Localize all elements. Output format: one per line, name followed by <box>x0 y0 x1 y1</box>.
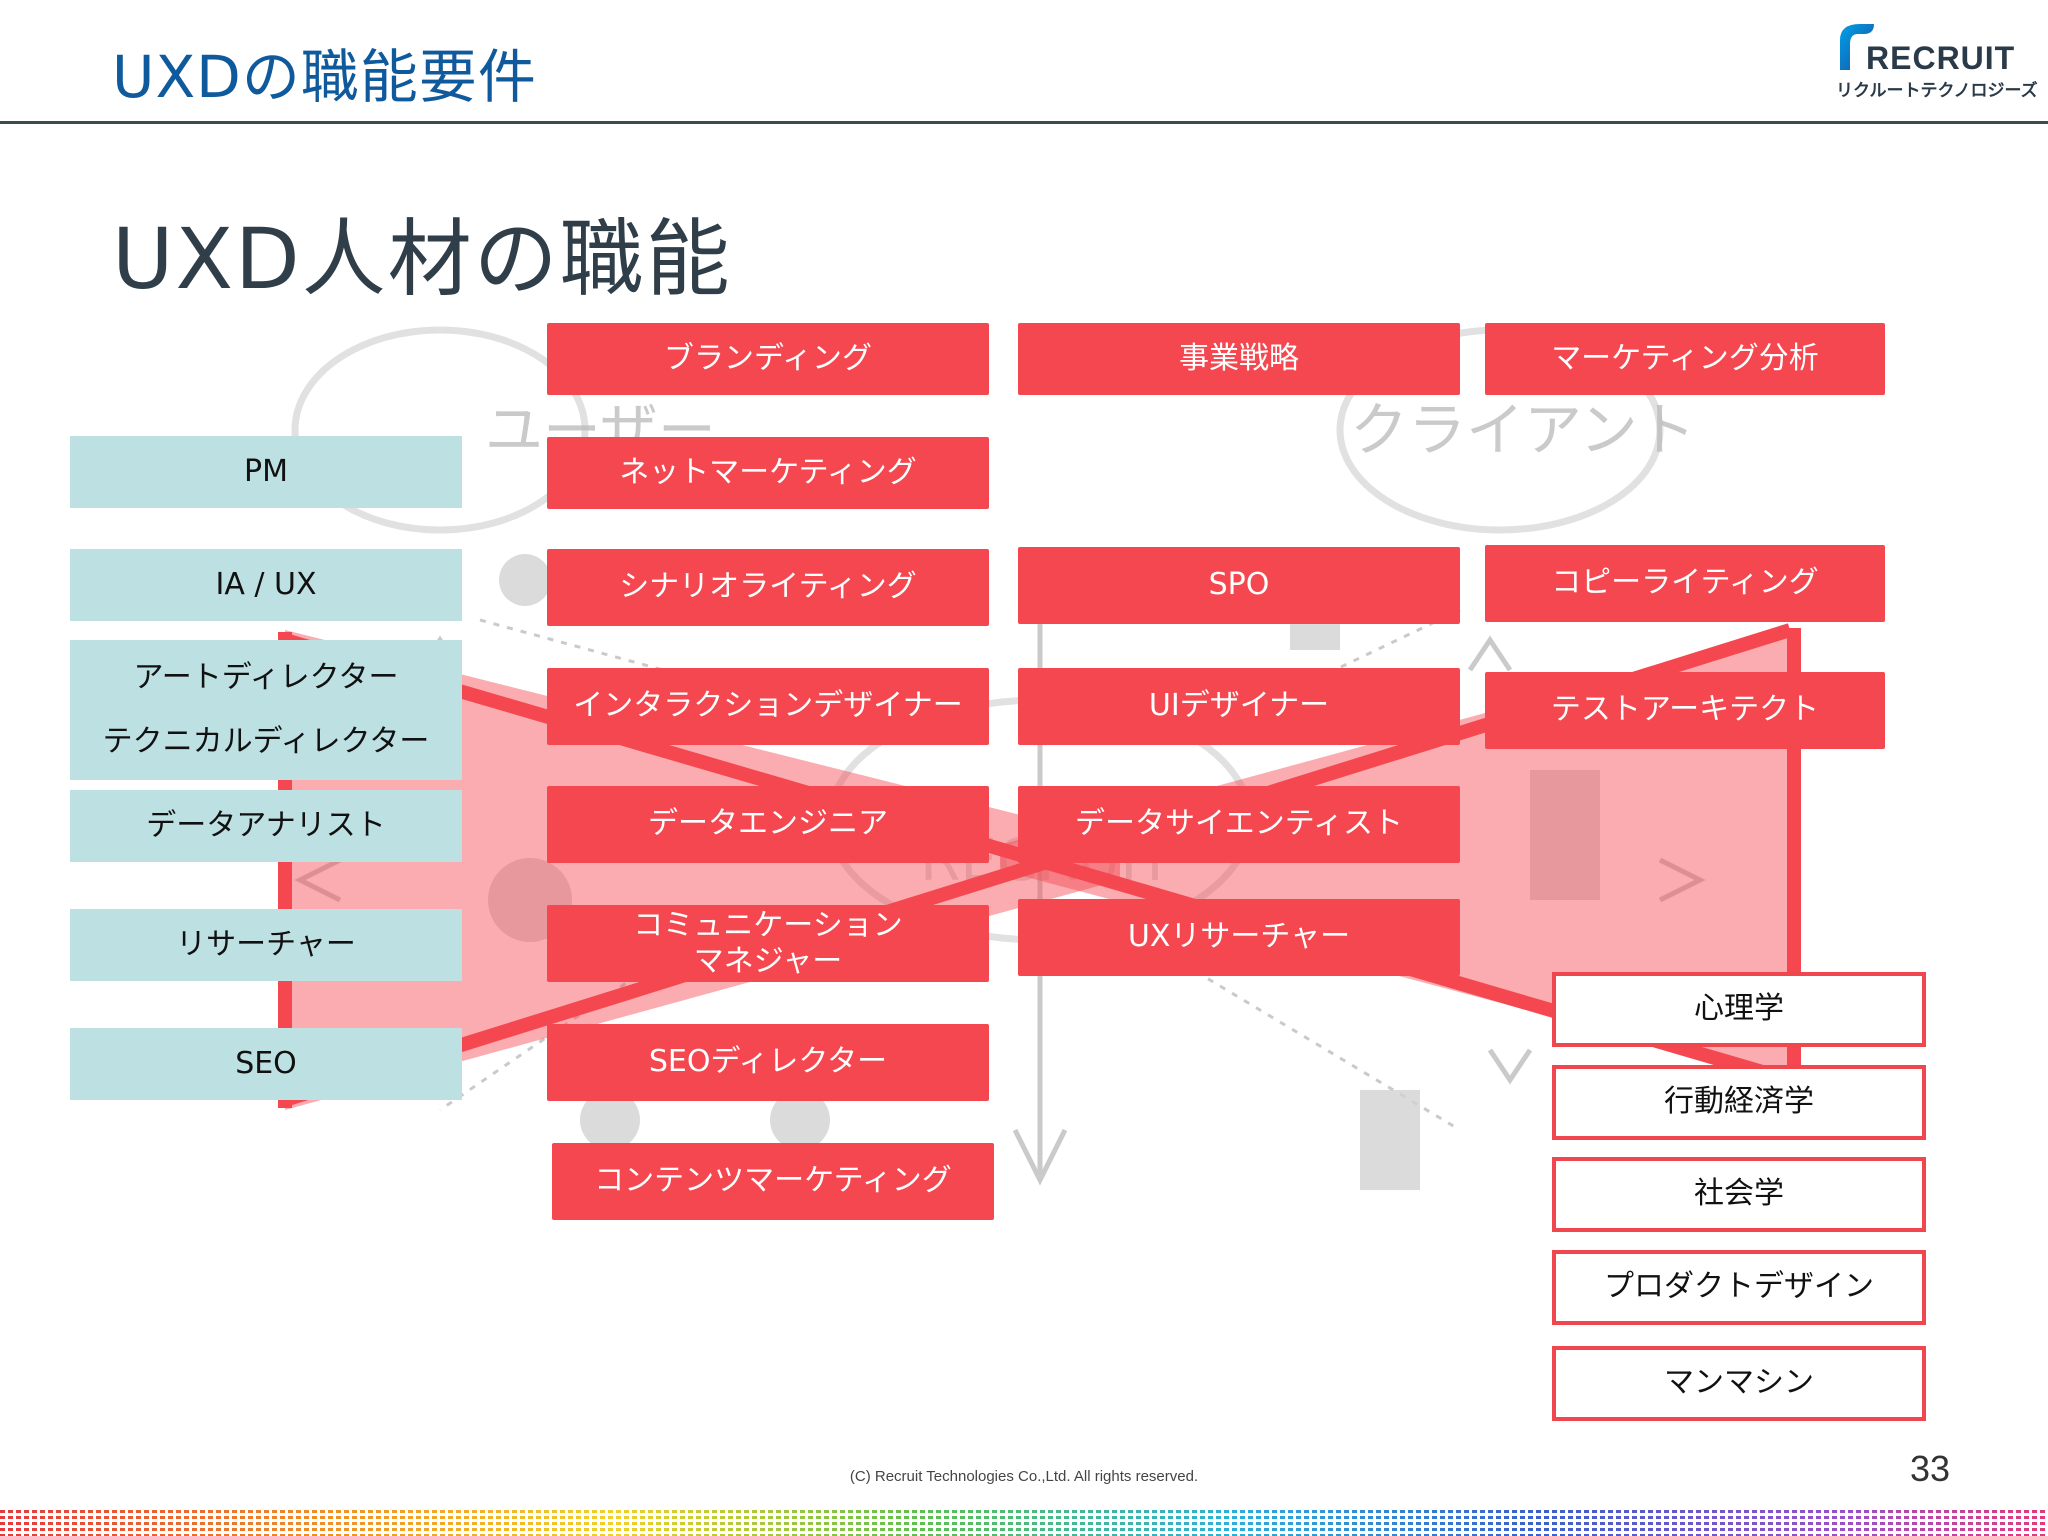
academic-man-machine: マンマシン <box>1552 1346 1926 1421</box>
copyright-text: (C) Recruit Technologies Co.,Ltd. All ri… <box>849 1468 1199 1485</box>
skill-interaction-designer: インタラクションデザイナー <box>547 668 989 745</box>
skill-test-architect: テストアーキテクト <box>1485 672 1885 749</box>
skill-copywriting: コピーライティング <box>1485 545 1885 622</box>
skill-business-strategy: 事業戦略 <box>1018 323 1460 395</box>
slide-title: UXD人材の職能 <box>112 210 732 308</box>
header-divider <box>0 121 2048 124</box>
skill-spo: SPO <box>1018 547 1460 624</box>
skill-scenario-writing: シナリオライティング <box>547 549 989 626</box>
role-pm: PM <box>70 436 462 508</box>
recruit-logo-mark-icon <box>1840 24 1874 70</box>
skill-ui-designer: UIデザイナー <box>1018 668 1460 745</box>
header-title: UXDの職能要件 <box>112 43 537 111</box>
skill-branding: ブランディング <box>547 323 989 395</box>
skill-marketing-analysis: マーケティング分析 <box>1485 323 1885 395</box>
recruit-logo: RECRUIT リクルートテクノロジーズ <box>1834 18 2038 101</box>
skill-net-marketing: ネットマーケティング <box>547 437 989 509</box>
bottom-color-stripe <box>0 1510 2048 1536</box>
skill-data-scientist: データサイエンティスト <box>1018 786 1460 863</box>
role-ia-ux: IA / UX <box>70 549 462 621</box>
user-ellipse <box>291 326 589 534</box>
academic-behavioral-economics: 行動経済学 <box>1552 1065 1926 1140</box>
role-seo: SEO <box>70 1028 462 1100</box>
page-number: 33 <box>1910 1448 1951 1489</box>
logo-wordmark: RECRUIT <box>1866 40 2016 76</box>
skill-ux-researcher: UXリサーチャー <box>1018 899 1460 976</box>
academic-psychology: 心理学 <box>1552 972 1926 1047</box>
skill-communication-manager: コミュニケーション マネジャー <box>547 905 989 982</box>
role-technical-director: テクニカルディレクター <box>102 724 430 759</box>
client-label: クライアント <box>1350 396 1696 464</box>
skill-communication-line1: コミュニケーション <box>633 907 903 943</box>
role-data-analyst: データアナリスト <box>70 790 462 862</box>
skill-seo-director: SEOディレクター <box>547 1024 989 1101</box>
academic-sociology: 社会学 <box>1552 1157 1926 1232</box>
logo-subtext: リクルートテクノロジーズ <box>1836 81 2038 101</box>
skill-communication-line2: マネジャー <box>693 943 843 979</box>
role-researcher: リサーチャー <box>70 909 462 981</box>
role-art-director: アートディレクター <box>133 660 399 695</box>
academic-product-design: プロダクトデザイン <box>1552 1250 1926 1325</box>
role-director-group: アートディレクター テクニカルディレクター <box>70 640 462 780</box>
skill-content-marketing: コンテンツマーケティング <box>552 1143 994 1220</box>
skill-data-engineer: データエンジニア <box>547 786 989 863</box>
